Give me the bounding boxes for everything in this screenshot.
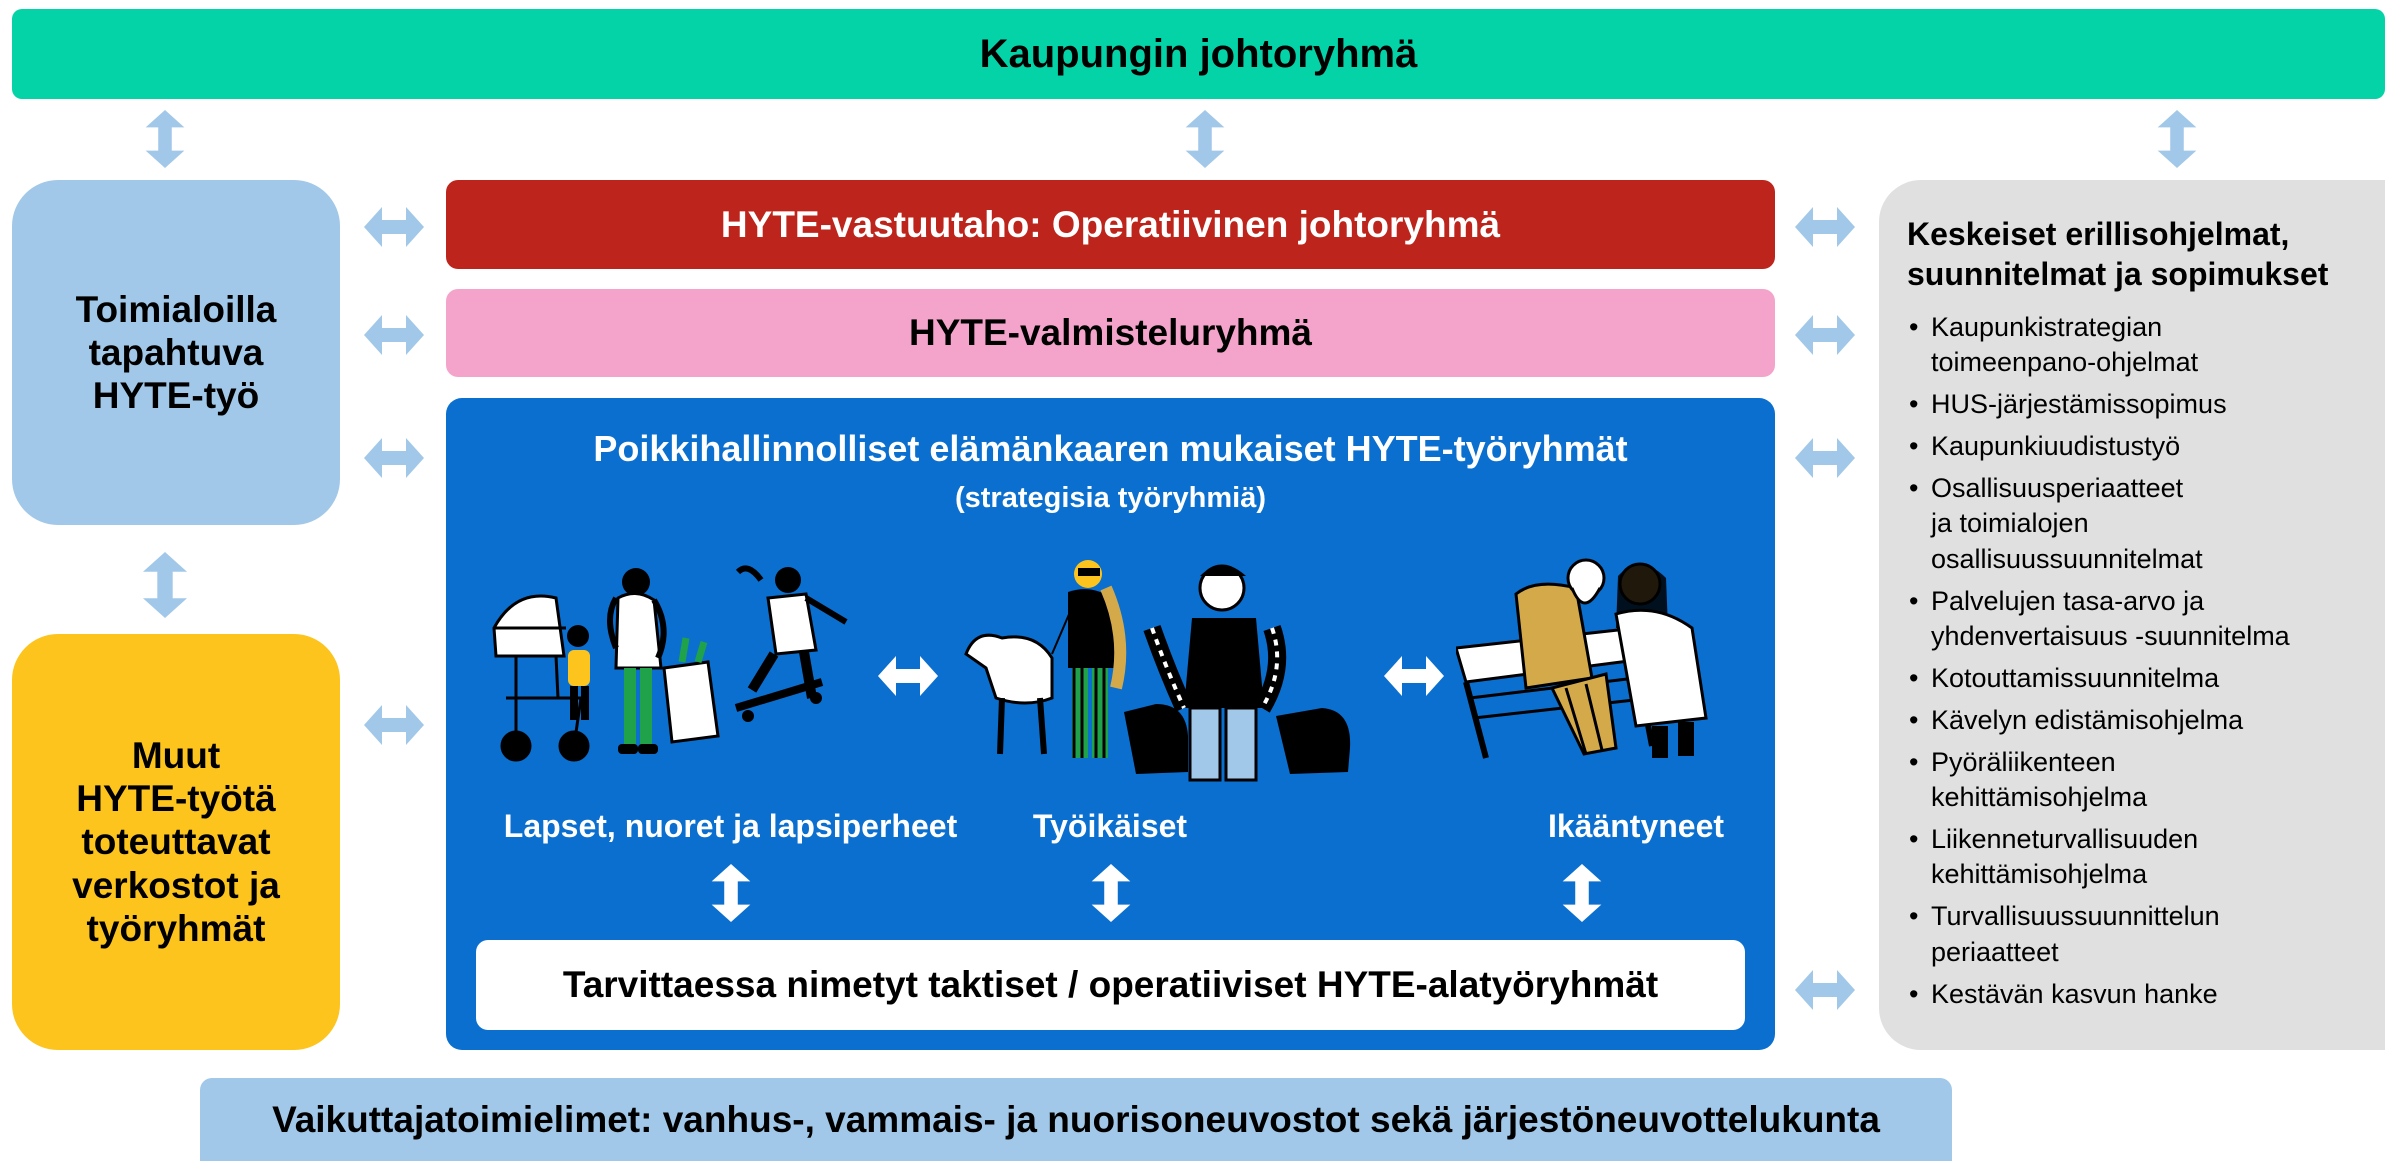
other-networks-line: Muut <box>131 734 221 776</box>
list-item: Liikenneturvallisuuden kehittämisohjelma <box>1907 822 2385 892</box>
preparation-group-title: HYTE-valmisteluryhmä <box>908 312 1313 353</box>
list-item-line: yhdenvertaisuus -suunnitelma <box>1931 620 2290 651</box>
group-label-working-age: Työikäiset <box>1032 808 1188 844</box>
list-item-line: Osallisuusperiaatteet <box>1931 473 2184 504</box>
double-arrow-horizontal-icon <box>361 705 427 745</box>
separate-programs-list: Kaupunkistrategian toimeenpano-ohjelmat H… <box>1907 310 2385 1012</box>
list-item-line: Kävelyn edistämisohjelma <box>1931 704 2244 735</box>
other-networks-box: Muut HYTE-työtä toteuttavat verkostot ja… <box>12 634 340 1050</box>
city-management-group-bar: Kaupungin johtoryhmä <box>12 9 2385 99</box>
list-item-line: Turvallisuussuunnittelun <box>1931 901 2220 932</box>
elderly-couple-bench-illustration <box>1456 558 1708 759</box>
separate-programs-heading: Keskeiset erillisohjelmat, suunnitelmat … <box>1907 214 2385 294</box>
double-arrow-horizontal-icon <box>1384 654 1444 698</box>
list-item-line: osallisuussuunnitelmat <box>1931 543 2203 574</box>
list-item-line: Kaupunkiuudistustyö <box>1931 431 2181 462</box>
operational-management-group-title: HYTE-vastuutaho: Operatiivinen johtoryhm… <box>720 203 1501 245</box>
double-arrow-horizontal-icon <box>1792 970 1858 1010</box>
list-item: Turvallisuussuunnittelun periaatteet <box>1907 899 2385 969</box>
double-arrow-vertical-icon <box>710 864 752 922</box>
group-label-elderly: Ikääntyneet <box>1547 808 1725 844</box>
advisory-councils-bar: Vaikuttajatoimielimet: vanhus-, vammais-… <box>200 1078 1952 1161</box>
double-arrow-vertical-icon <box>143 552 187 618</box>
list-item: Osallisuusperiaatteet ja toimialojen osall… <box>1907 471 2385 576</box>
double-arrow-vertical-icon <box>1561 864 1603 922</box>
double-arrow-horizontal-icon <box>361 315 427 355</box>
list-item: Kaupunkiuudistustyö <box>1907 429 2385 464</box>
list-item: Kävelyn edistämisohjelma <box>1907 703 2385 738</box>
double-arrow-vertical-icon <box>1183 110 1227 168</box>
double-arrow-vertical-icon <box>2155 110 2199 168</box>
operational-management-group-bar: HYTE-vastuutaho: Operatiivinen johtoryhm… <box>446 180 1775 269</box>
list-item: Kestävän kasvun hanke <box>1907 977 2385 1012</box>
list-item: HUS-järjestämissopimus <box>1907 387 2385 422</box>
list-item-line: Liikenneturvallisuuden <box>1931 824 2199 855</box>
advisory-councils-title: Vaikuttajatoimielimet: vanhus-, vammais-… <box>272 1098 1880 1140</box>
list-item-line: Kaupunkistrategian <box>1931 312 2163 342</box>
other-networks-line: HYTE-työtä <box>76 778 276 820</box>
list-item: Palvelujen tasa-arvo ja yhdenvertaisuus -… <box>1907 584 2385 654</box>
list-item: Kaupunkistrategian toimeenpano-ohjelmat <box>1907 310 2385 380</box>
sector-hyte-work-line: HYTE-työ <box>92 375 260 417</box>
double-arrow-horizontal-icon <box>361 207 427 247</box>
family-skateboard-illustration <box>492 565 848 762</box>
sector-hyte-work-box: Toimialoilla tapahtuva HYTE-työ <box>12 180 340 525</box>
list-item: Kotouttamissuunnitelma <box>1907 661 2385 696</box>
list-item-line: HUS-järjestämissopimus <box>1931 389 2227 420</box>
tactical-subgroups-title: Tarvittaessa nimetyt taktiset / operatii… <box>562 964 1659 1005</box>
list-item-line: Pyöräliikenteen <box>1931 747 2116 778</box>
other-networks-line: työryhmät <box>86 907 266 949</box>
double-arrow-vertical-icon <box>143 110 187 168</box>
other-networks-line: toteuttavat <box>81 821 271 863</box>
group-label-children: Lapset, nuoret ja lapsiperheet <box>503 808 958 844</box>
double-arrow-horizontal-icon <box>1792 207 1858 247</box>
tactical-subgroups-bar: Tarvittaessa nimetyt taktiset / operatii… <box>476 940 1745 1030</box>
lifecycle-workgroups-panel: Poikkihallinnolliset elämänkaaren mukais… <box>446 398 1775 1050</box>
sector-hyte-work-line: Toimialoilla <box>75 288 277 330</box>
list-item: Pyöräliikenteen kehittämisohjelma <box>1907 745 2385 815</box>
double-arrow-vertical-icon <box>1090 864 1132 922</box>
city-management-group-title: Kaupungin johtoryhmä <box>979 31 1418 76</box>
separate-programs-heading-line: Keskeiset erillisohjelmat, <box>1907 216 2290 252</box>
preparation-group-bar: HYTE-valmisteluryhmä <box>446 289 1775 377</box>
list-item-line: Kotouttamissuunnitelma <box>1931 662 2220 693</box>
workgroups-title: Poikkihallinnolliset elämänkaaren mukais… <box>593 428 1628 469</box>
double-arrow-horizontal-icon <box>878 654 938 698</box>
list-item-line: kehittämisohjelma <box>1931 859 2148 890</box>
double-arrow-horizontal-icon <box>361 438 427 478</box>
list-item-line: toimeenpano-ohjelmat <box>1931 347 2199 378</box>
workgroups-subtitle: (strategisia työryhmiä) <box>954 482 1267 514</box>
other-networks-line: verkostot ja <box>72 864 280 906</box>
separate-programs-heading-line: suunnitelmat ja sopimukset <box>1907 256 2329 292</box>
double-arrow-horizontal-icon <box>1792 438 1858 478</box>
double-arrow-horizontal-icon <box>1792 315 1858 355</box>
list-item-line: Palvelujen tasa-arvo ja <box>1931 585 2205 616</box>
working-age-dog-watering-can-illustration <box>964 560 1351 782</box>
separate-programs-panel: Keskeiset erillisohjelmat, suunnitelmat … <box>1879 180 2385 1050</box>
list-item-line: Kestävän kasvun hanke <box>1931 978 2218 1009</box>
list-item-line: kehittämisohjelma <box>1931 782 2148 813</box>
list-item-line: periaatteet <box>1931 936 2059 967</box>
sector-hyte-work-line: tapahtuva <box>88 331 264 373</box>
list-item-line: ja toimialojen <box>1931 508 2089 539</box>
